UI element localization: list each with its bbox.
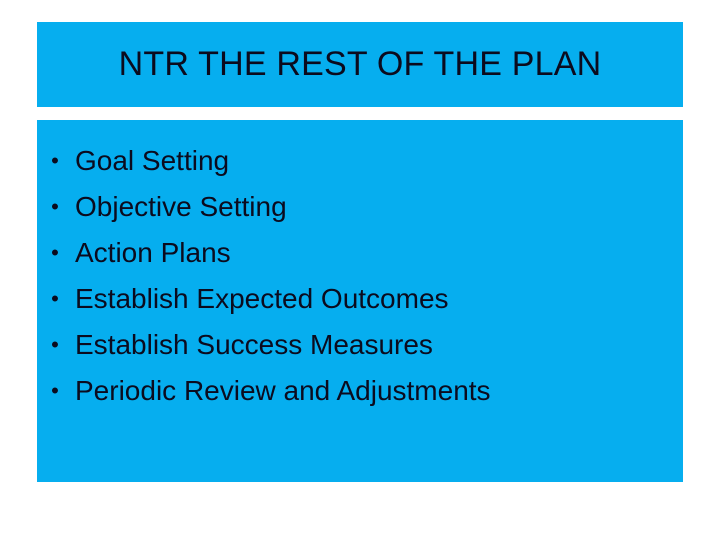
bullet-point-icon: • [51,148,59,173]
slide-title: NTR THE REST OF THE PLAN [118,44,602,83]
bullet-point-icon: • [51,378,59,403]
slide-title-band: NTR THE REST OF THE PLAN [37,22,683,107]
list-item: • Periodic Review and Adjustments [37,368,683,414]
list-item: • Establish Success Measures [37,322,683,368]
list-item-label: Establish Expected Outcomes [75,283,449,314]
bullet-point-icon: • [51,240,59,265]
bullet-point-icon: • [51,286,59,311]
bullet-point-icon: • [51,332,59,357]
bullet-point-icon: • [51,194,59,219]
slide-body-band: • Goal Setting • Objective Setting • Act… [37,120,683,482]
list-item-label: Objective Setting [75,191,287,222]
list-item: • Goal Setting [37,138,683,184]
list-item: • Establish Expected Outcomes [37,276,683,322]
list-item: • Action Plans [37,230,683,276]
list-item: • Objective Setting [37,184,683,230]
list-item-label: Action Plans [75,237,231,268]
list-item-label: Goal Setting [75,145,230,176]
list-item-label: Establish Success Measures [75,329,433,360]
bullet-list: • Goal Setting • Objective Setting • Act… [37,138,683,414]
list-item-label: Periodic Review and Adjustments [75,375,491,406]
